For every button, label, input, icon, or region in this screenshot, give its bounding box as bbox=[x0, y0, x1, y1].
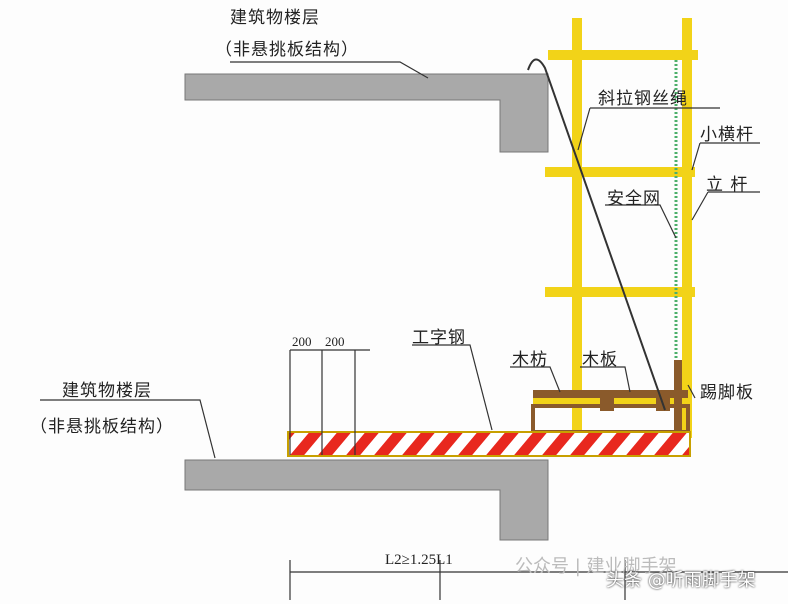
dimension-200-a: 200 bbox=[292, 334, 312, 349]
label-small-crossbar: 小横杆 bbox=[700, 125, 754, 145]
crossbar bbox=[545, 167, 695, 177]
label-wood-batten: 木枋 bbox=[512, 350, 548, 370]
label-i-beam: 工字钢 bbox=[412, 328, 466, 348]
length-rule: L2≥1.25L1 bbox=[385, 552, 453, 568]
dimension-200-b: 200 bbox=[325, 334, 345, 349]
upright-pole-inner bbox=[572, 18, 582, 438]
upper-floor-slab bbox=[184, 73, 549, 153]
lower-floor-slab bbox=[184, 459, 549, 541]
label-upper-floor-note: （非悬挑板结构） bbox=[215, 40, 359, 60]
wechat-watermark: 公众号 | 建业脚手架 bbox=[515, 556, 677, 577]
label-lower-floor: 建筑物楼层 bbox=[62, 381, 152, 401]
wire-rope bbox=[527, 58, 666, 411]
wood-platform bbox=[531, 360, 690, 434]
label-wire-rope: 斜拉钢丝绳 bbox=[598, 89, 688, 109]
label-toe-board: 踢脚板 bbox=[700, 383, 754, 403]
scaffold bbox=[545, 18, 698, 438]
leader-lines bbox=[40, 61, 788, 600]
toe-board bbox=[674, 360, 682, 430]
label-wood-board: 木板 bbox=[582, 350, 618, 370]
upright-pole-outer bbox=[682, 18, 692, 438]
label-upper-floor: 建筑物楼层 bbox=[230, 8, 320, 28]
crossbar bbox=[545, 287, 695, 297]
toutiao-watermark: 头条 @听雨脚手架 bbox=[606, 570, 756, 591]
label-safety-net: 安全网 bbox=[607, 189, 661, 209]
crossbar bbox=[548, 50, 698, 60]
i-beam bbox=[287, 431, 691, 457]
label-upright-pole: 立 杆 bbox=[706, 175, 749, 195]
label-lower-floor-note: （非悬挑板结构） bbox=[30, 417, 174, 437]
